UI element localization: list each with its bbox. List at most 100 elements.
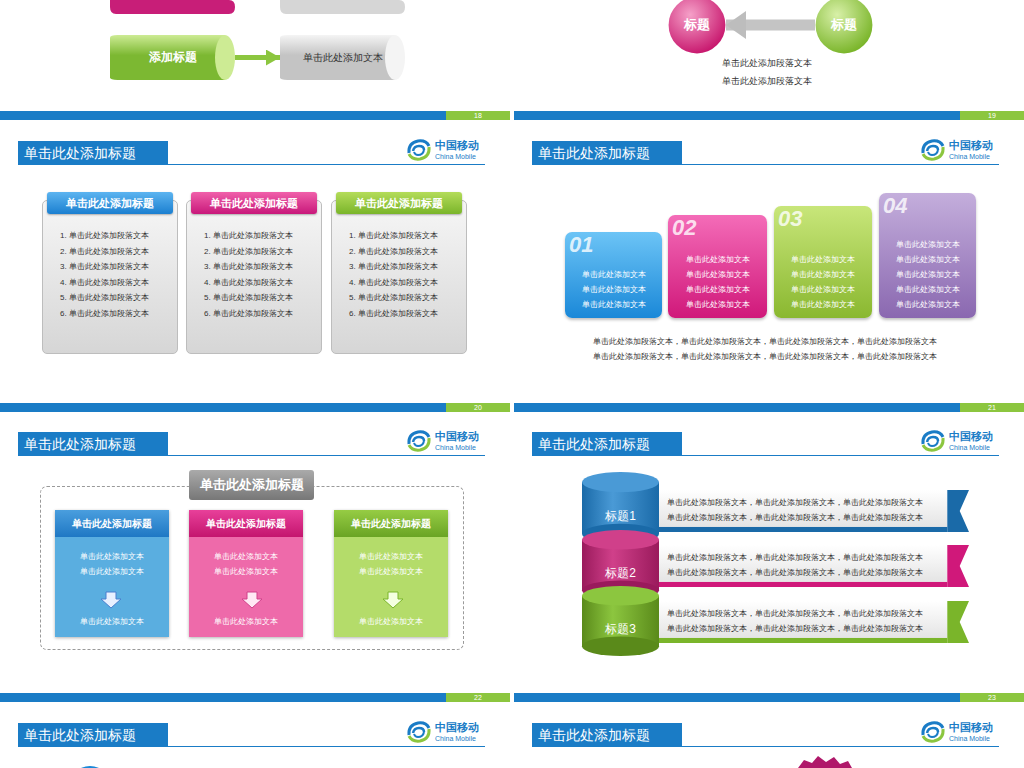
down-arrow [383, 592, 403, 608]
logo-icon [409, 141, 943, 741]
box-text: 标题1 [605, 508, 636, 525]
slide-title-bar: 单击此处添加标题 [18, 141, 168, 165]
box-text: 5. 单击此处添加段落文本 [332, 290, 466, 306]
box-text: 单击此处添加段落文本，单击此处添加段落文本，单击此处添加段落文本 [667, 621, 969, 636]
logo-text: 中国移动 [435, 430, 479, 443]
title-underline [168, 165, 999, 747]
logo-text: 中国移动 [435, 139, 479, 152]
box-text: 标题2 [605, 565, 636, 582]
stack-cylinder-shape [582, 586, 659, 656]
box-heading: 单击此处添加标题 [191, 192, 317, 214]
box-text: 单击此处添加文本 [668, 267, 767, 282]
text-banner: 单击此处添加段落文本，单击此处添加段落文本，单击此处添加段落文本单击此处添加段落… [659, 490, 969, 532]
box-text: 标题 [684, 16, 710, 34]
slide-title-bar: 单击此处添加标题 [532, 432, 682, 456]
list-panel: 单击此处添加标题1. 单击此处添加段落文本2. 单击此处添加段落文本3. 单击此… [42, 200, 178, 354]
box-text: 单击此处添加段落文本，单击此处添加段落文本，单击此处添加段落文本 [667, 495, 969, 510]
logo-text: China Mobile [435, 735, 476, 743]
box-text: 5. 单击此处添加段落文本 [43, 290, 177, 306]
logo-text: 中国移动 [949, 430, 993, 443]
logo-text: China Mobile [435, 444, 476, 452]
box-heading: 单击此处添加标题 [189, 510, 303, 537]
partial-figure [798, 756, 852, 768]
page-number: 22 [468, 693, 488, 702]
page-number: 21 [982, 403, 1002, 412]
box-text: 单击此处添加标题 [538, 723, 676, 747]
list-panel: 单击此处添加标题1. 单击此处添加段落文本2. 单击此处添加段落文本3. 单击此… [186, 200, 322, 354]
box-text: 单击此处添加文本 [189, 564, 303, 579]
paragraph-text: 单击此处添加段落文本 [722, 76, 812, 87]
list-panel: 单击此处添加标题1. 单击此处添加段落文本2. 单击此处添加段落文本3. 单击此… [331, 200, 467, 354]
box-heading: 01 [569, 234, 662, 256]
box-text: 单击此处添加段落文本，单击此处添加段落文本，单击此处添加段落文本 [667, 606, 969, 621]
box-text: 单击此处添加文本 [774, 282, 872, 297]
box-text: 单击此处添加标题 [24, 432, 162, 456]
title-cylinder: 添加标题 [110, 35, 235, 80]
partial-figure [68, 766, 112, 768]
numbered-box: 04单击此处添加文本单击此处添加文本单击此处添加文本单击此处添加文本单击此处添加… [879, 193, 976, 318]
text-banner: 单击此处添加段落文本，单击此处添加段落文本，单击此处添加段落文本单击此处添加段落… [659, 545, 969, 587]
group-frame: 单击此处添加标题单击此处添加标题单击此处添加文本单击此处添加文本单击此处添加文本… [40, 486, 464, 650]
box-text: 1. 单击此处添加段落文本 [332, 228, 466, 244]
down-arrow [101, 592, 121, 608]
box-text: 标题3 [605, 621, 636, 638]
down-arrow [242, 592, 262, 608]
box-text: 单击此处添加文本 [565, 282, 662, 297]
box-text: 单击此处添加文本 [668, 282, 767, 297]
numbered-box: 01单击此处添加文本单击此处添加文本单击此处添加文本 [565, 232, 662, 318]
box-heading: 单击此处添加标题 [336, 192, 462, 214]
logo-text: 中国移动 [435, 721, 479, 734]
page-number: 19 [982, 111, 1002, 120]
slide-title-bar: 单击此处添加标题 [18, 723, 168, 747]
box-text: 2. 单击此处添加段落文本 [187, 244, 321, 260]
text-cylinder: 单击此处添加文本 [280, 35, 405, 80]
box-text: 单击此处添加文本 [668, 252, 767, 267]
paragraph-text: 单击此处添加段落文本，单击此处添加段落文本，单击此处添加段落文本，单击此处添加段… [593, 352, 937, 362]
box-text: 单击此处添加文本 [565, 267, 662, 282]
text-banner: 单击此处添加段落文本，单击此处添加段落文本，单击此处添加段落文本单击此处添加段落… [659, 601, 969, 643]
box-text: 6. 单击此处添加段落文本 [332, 306, 466, 322]
box-text: 4. 单击此处添加段落文本 [187, 275, 321, 291]
slide-title-bar: 单击此处添加标题 [532, 141, 682, 165]
process-box: 单击此处添加标题单击此处添加文本单击此处添加文本单击此处添加文本 [55, 510, 169, 637]
arrow-connector [726, 20, 815, 31]
box-text: 3. 单击此处添加段落文本 [43, 259, 177, 275]
box-text: 3. 单击此处添加段落文本 [187, 259, 321, 275]
box-text: 标题 [831, 16, 857, 34]
slide-title-bar: 单击此处添加标题 [18, 432, 168, 456]
cylinder-top [280, 0, 405, 14]
box-text: 单击此处添加文本 [189, 549, 303, 564]
box-text: 单击此处添加文本 [334, 549, 448, 564]
box-text: 2. 单击此处添加段落文本 [43, 244, 177, 260]
text-banner-shape [659, 601, 969, 643]
box-text: 添加标题 [149, 49, 197, 66]
box-text: 单击此处添加标题 [538, 432, 676, 456]
process-box: 单击此处添加标题单击此处添加文本单击此处添加文本单击此处添加文本 [334, 510, 448, 637]
box-text: 1. 单击此处添加段落文本 [187, 228, 321, 244]
box-heading: 单击此处添加标题 [55, 510, 169, 537]
box-text: 单击此处添加标题 [538, 141, 676, 165]
numbered-box: 03单击此处添加文本单击此处添加文本单击此处添加文本单击此处添加文本 [774, 206, 872, 318]
box-heading: 单击此处添加标题 [334, 510, 448, 537]
logo-text: China Mobile [949, 153, 990, 161]
box-text: 单击此处添加文本 [774, 252, 872, 267]
text-banner-shape [659, 545, 969, 587]
box-text: 单击此处添加文本 [879, 267, 976, 282]
box-text: 单击此处添加文本 [879, 282, 976, 297]
box-text: 单击此处添加段落文本，单击此处添加段落文本，单击此处添加段落文本 [667, 565, 969, 580]
box-text: 单击此处添加段落文本，单击此处添加段落文本，单击此处添加段落文本 [667, 510, 969, 525]
box-text: 3. 单击此处添加段落文本 [332, 259, 466, 275]
page-number: 23 [982, 693, 1002, 702]
paragraph-text: 单击此处添加段落文本 [722, 58, 812, 69]
title-circle: 标题 [668, 0, 726, 54]
box-text: 单击此处添加文本 [55, 614, 169, 629]
paragraph-text: 单击此处添加段落文本，单击此处添加段落文本，单击此处添加段落文本，单击此处添加段… [593, 337, 937, 347]
arrow-connector [235, 55, 280, 60]
box-text: 6. 单击此处添加段落文本 [43, 306, 177, 322]
box-heading: 单击此处添加标题 [189, 470, 314, 500]
box-text: 2. 单击此处添加段落文本 [332, 244, 466, 260]
box-text: 单击此处添加标题 [24, 723, 162, 747]
logo-text: 中国移动 [949, 139, 993, 152]
logo-text: China Mobile [949, 735, 990, 743]
